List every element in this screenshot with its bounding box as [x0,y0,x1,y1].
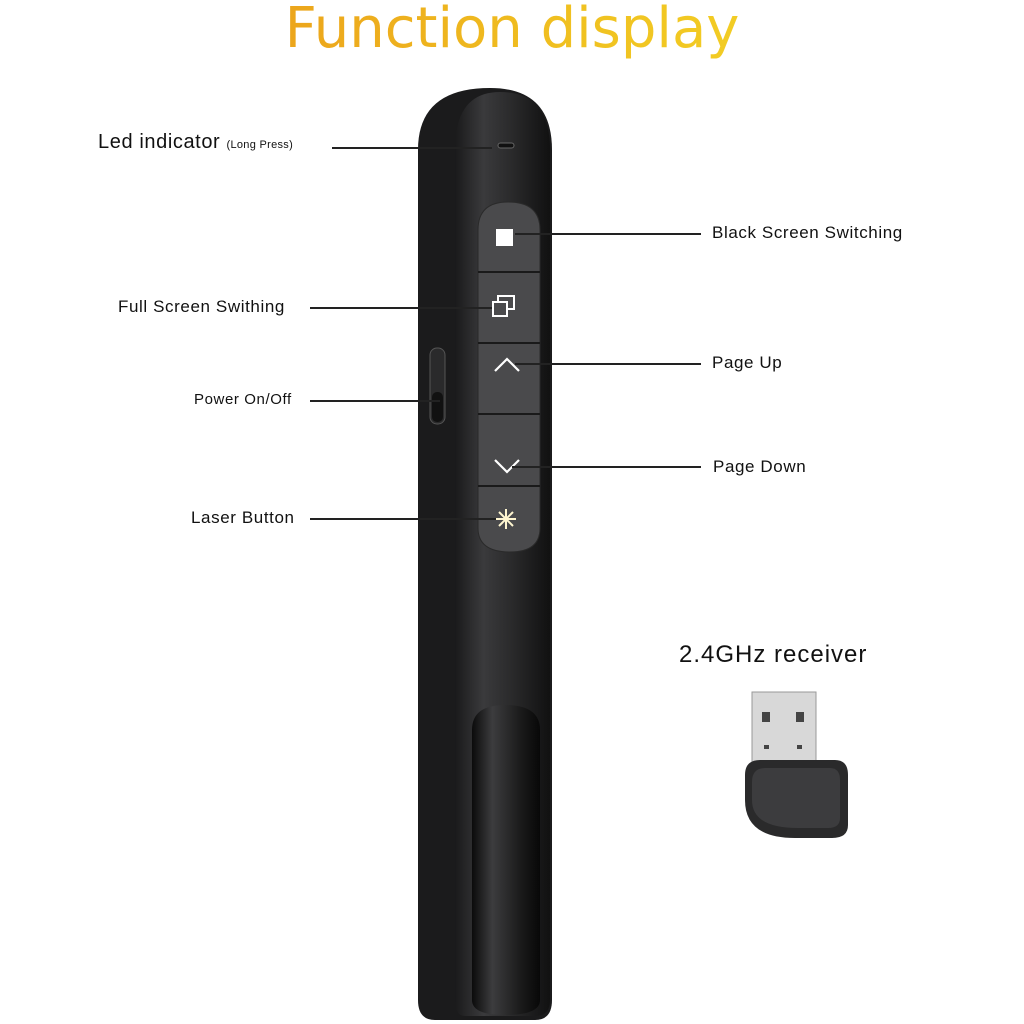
leader-line [332,147,492,149]
led-indicator [497,142,515,149]
laser-icon[interactable] [496,509,516,529]
leader-line [512,466,701,468]
label-led-indicator: Led indicator (Long Press) [98,131,293,154]
led-label-text: Led indicator [98,131,221,153]
label-black-screen: Black Screen Switching [712,223,903,242]
label-laser: Laser Button [191,508,295,527]
page-up-icon[interactable] [494,357,520,372]
label-page-up: Page Up [712,353,783,372]
page-title: Function display [0,0,1024,61]
black-screen-icon[interactable] [496,229,513,246]
leader-line [310,400,440,402]
label-full-screen: Full Screen Swithing [118,297,285,316]
leader-line [310,307,492,309]
leader-line [515,233,701,235]
led-label-note: (Long Press) [226,139,294,151]
label-receiver: 2.4GHz receiver [679,641,868,668]
label-power: Power On/Off [194,391,292,408]
label-page-down: Page Down [713,457,807,476]
pocket-clip [472,705,540,1015]
page-down-icon[interactable] [494,459,520,474]
leader-line [515,363,701,365]
usb-receiver [745,691,848,838]
button-panel [477,201,541,553]
power-switch[interactable] [429,347,446,425]
leader-line [310,518,496,520]
full-screen-icon[interactable] [492,295,515,317]
